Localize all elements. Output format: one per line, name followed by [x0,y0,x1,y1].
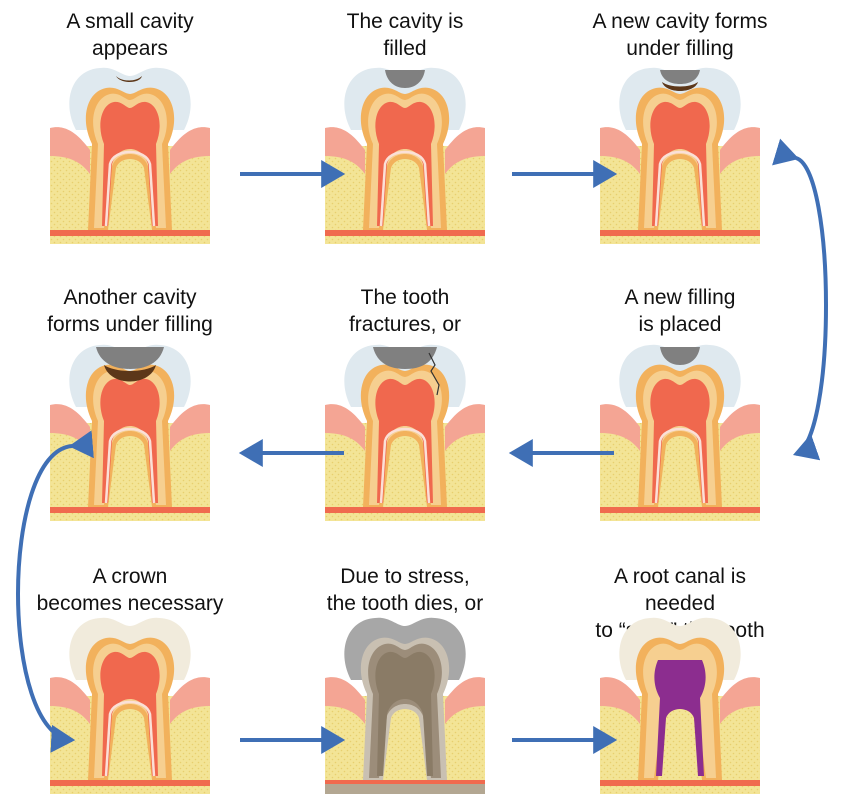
arrow-loop-right [796,158,826,454]
arrow-loop-left [18,446,72,740]
